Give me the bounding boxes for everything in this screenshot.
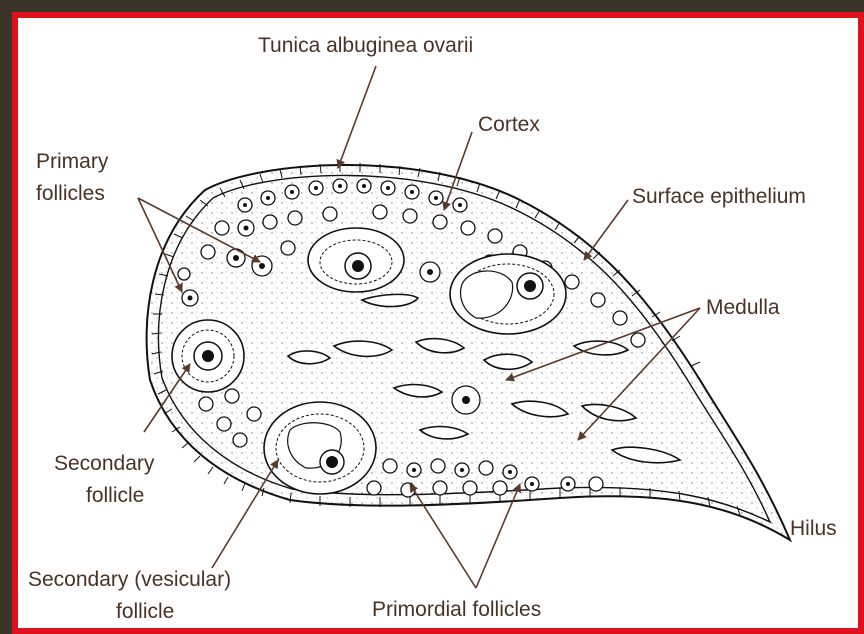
label-primary-follicles-line1: Primary <box>36 150 109 173</box>
label-primordial-follicles: Primordial follicles <box>372 598 541 621</box>
vesicular-follicle <box>264 402 376 494</box>
label-vesicular-follicle-line1: Secondary (vesicular) <box>28 568 231 591</box>
label-medulla: Medulla <box>706 296 780 319</box>
secondary-follicle <box>172 320 244 392</box>
label-surface-epithelium: Surface epithelium <box>632 185 806 208</box>
tunica-arrow <box>338 66 376 168</box>
label-cortex: Cortex <box>478 113 540 136</box>
label-primary-follicles-line2: follicles <box>36 182 105 205</box>
antral-follicle-right <box>450 254 566 334</box>
upper-secondary-follicle <box>308 228 404 292</box>
label-hilus: Hilus <box>790 517 837 540</box>
label-secondary-follicle-line2: follicle <box>86 484 144 507</box>
label-vesicular-follicle-line2: follicle <box>116 600 174 623</box>
surface-arrow <box>584 200 628 260</box>
label-secondary-follicle-line1: Secondary <box>54 452 155 475</box>
label-tunica-albuginea: Tunica albuginea ovarii <box>258 34 473 57</box>
